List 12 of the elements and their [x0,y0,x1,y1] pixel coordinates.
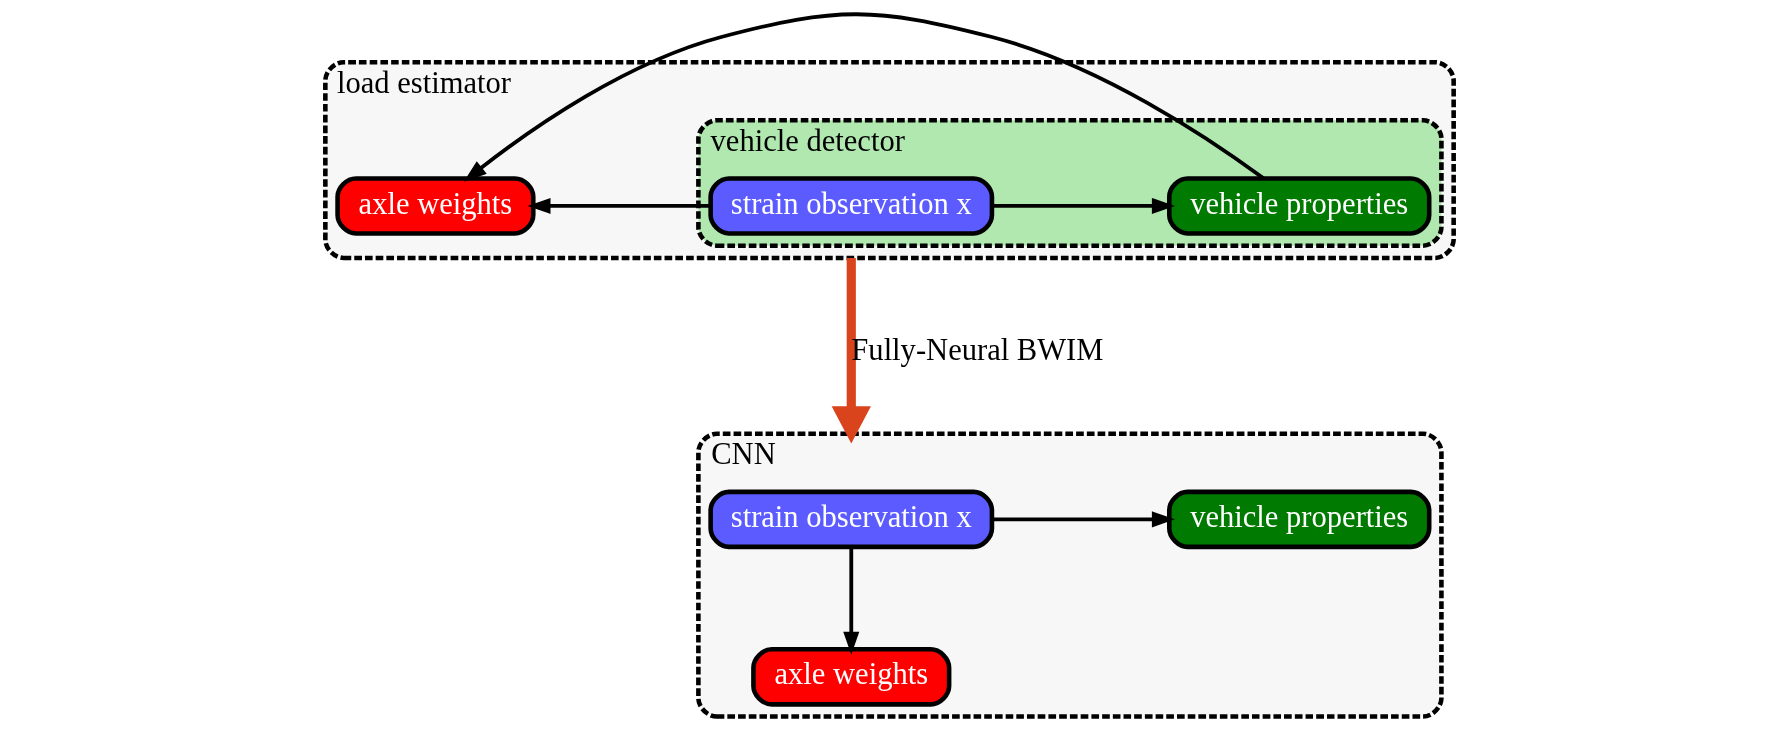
arrow [843,547,860,655]
node-box: axle weights [751,647,952,707]
arrow [463,12,1265,182]
arrow [992,511,1175,528]
node-box: strain observation x [708,176,995,236]
arrow [992,197,1175,214]
arrow [831,257,871,444]
node-box: vehicle properties [1167,489,1432,550]
node-box: vehicle properties [1167,176,1432,236]
node-box: axle weights [335,176,536,236]
node-box: strain observation x [708,489,995,550]
arrow [527,197,711,214]
